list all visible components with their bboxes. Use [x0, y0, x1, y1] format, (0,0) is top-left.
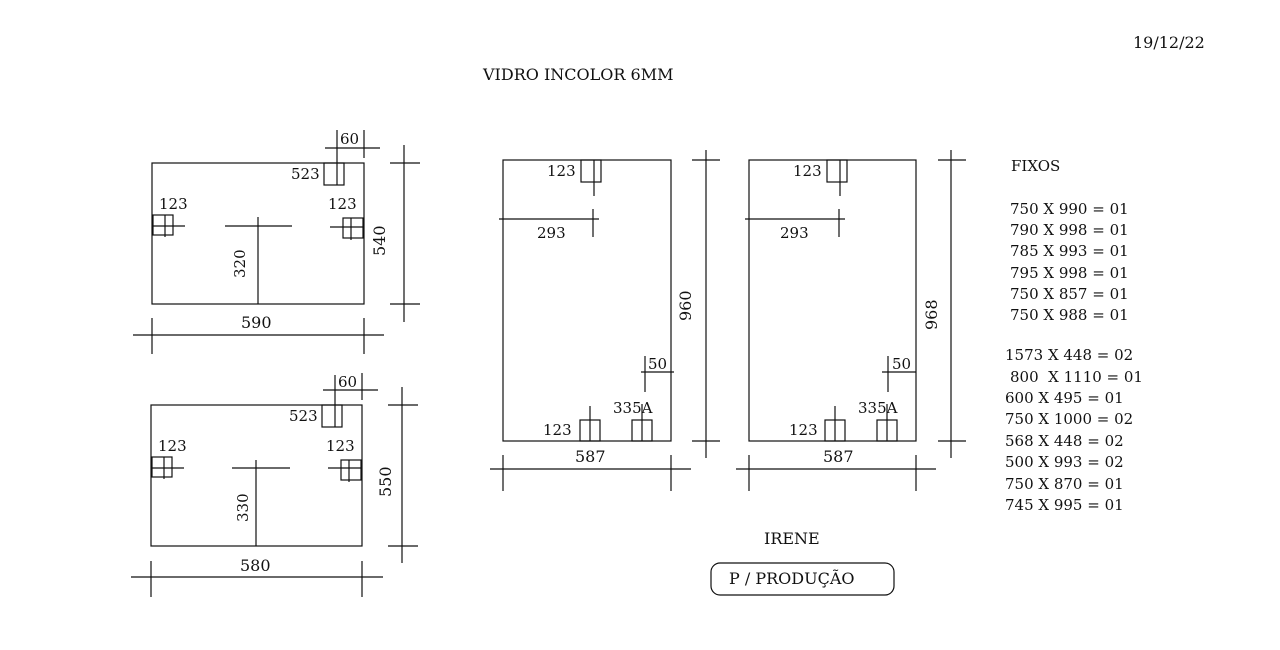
stamp-label: P / PRODUÇÃO	[729, 568, 854, 588]
list-item: 750 X 1000 = 02	[1005, 410, 1133, 428]
width-dimension: 580	[240, 556, 271, 575]
offset-dimension: 293	[780, 224, 809, 242]
width-dimension: 590	[241, 313, 272, 332]
list-item: 800 X 1110 = 01	[1010, 368, 1143, 386]
hole-right	[342, 217, 364, 239]
list-item: 750 X 988 = 01	[1010, 306, 1129, 324]
list-item: 600 X 495 = 01	[1005, 389, 1124, 407]
stamp-border	[710, 562, 895, 596]
piece-top-left: 60 523 123 123 320 590 540	[133, 130, 420, 354]
drawing-title: VIDRO INCOLOR 6MM	[482, 65, 673, 84]
list-item: 750 X 870 = 01	[1005, 475, 1124, 493]
center-dimension: 320	[231, 249, 249, 278]
piece-middle: 123 293 50 123 335A 587 960	[490, 150, 720, 491]
notch-hole-label: 523	[291, 165, 320, 183]
fixos-heading: FIXOS	[1011, 157, 1060, 175]
piece-right: 123 293 50 123 335A 587 968	[736, 150, 966, 491]
hole-right-label: 123	[328, 195, 357, 213]
notch-dimension: 50	[648, 355, 667, 373]
width-dimension: 587	[823, 447, 854, 466]
center-dimension: 330	[234, 493, 252, 522]
offset-dimension: 293	[537, 224, 566, 242]
notch-dimension: 50	[892, 355, 911, 373]
hole-left	[152, 214, 174, 236]
hole-bottom-left-label: 123	[789, 421, 818, 439]
notch-cutout	[323, 162, 345, 186]
list-item: 568 X 448 = 02	[1005, 432, 1124, 450]
height-dimension: 540	[370, 225, 389, 256]
piece-bottom-left: 60 523 123 123 330 580 550	[131, 373, 418, 597]
list-item: 750 X 857 = 01	[1010, 285, 1129, 303]
date-label: 19/12/22	[1133, 33, 1205, 52]
list-item: 790 X 998 = 01	[1010, 221, 1129, 239]
hole-top	[580, 159, 602, 183]
list-item: 785 X 993 = 01	[1010, 242, 1129, 260]
width-dimension: 587	[575, 447, 606, 466]
hole-top	[826, 159, 848, 183]
list-item: 750 X 990 = 01	[1010, 200, 1129, 218]
production-stamp: P / PRODUÇÃO	[710, 562, 895, 596]
notch-dimension: 60	[338, 373, 357, 391]
hole-top-label: 123	[547, 162, 576, 180]
height-dimension: 550	[376, 466, 395, 497]
notch-hole-label: 523	[289, 407, 318, 425]
height-dimension: 960	[676, 290, 695, 321]
hole-left-label: 123	[158, 437, 187, 455]
height-dimension: 968	[922, 299, 941, 330]
hole-bottom-right-label: 335A	[613, 399, 653, 417]
list-item: 1573 X 448 = 02	[1005, 346, 1133, 364]
fixos-list: FIXOS 750 X 990 = 01 790 X 998 = 01 785 …	[1005, 157, 1143, 514]
hole-left-label: 123	[159, 195, 188, 213]
notch-dimension: 60	[340, 130, 359, 148]
list-item: 795 X 998 = 01	[1010, 264, 1129, 282]
hole-right	[340, 459, 362, 481]
hole-left	[151, 456, 173, 478]
hole-top-label: 123	[793, 162, 822, 180]
notch-cutout	[321, 404, 343, 428]
hole-bottom-right-label: 335A	[858, 399, 898, 417]
hole-right-label: 123	[326, 437, 355, 455]
hole-bottom-left-label: 123	[543, 421, 572, 439]
list-item: 745 X 995 = 01	[1005, 496, 1124, 514]
list-item: 500 X 993 = 02	[1005, 453, 1124, 471]
client-name: IRENE	[764, 529, 820, 548]
